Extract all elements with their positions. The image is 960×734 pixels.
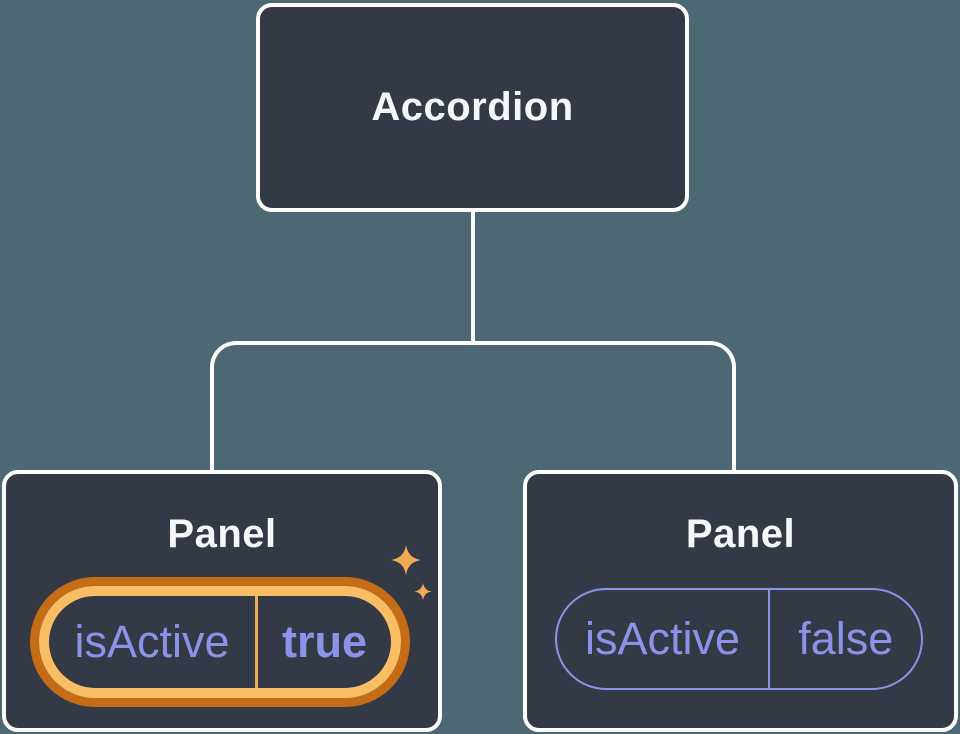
prop-pill: isActive false bbox=[555, 588, 923, 690]
connector-trunk-line bbox=[471, 210, 475, 345]
connector-bracket-line bbox=[210, 341, 736, 474]
prop-name-cell: isActive bbox=[584, 613, 740, 664]
prop-value-cell: true bbox=[281, 616, 367, 667]
panel-node-active: Panel isActive true bbox=[2, 470, 442, 732]
prop-pill-highlighted: isActive true bbox=[39, 586, 401, 698]
sparkle-icon bbox=[391, 545, 432, 600]
panel-inactive-title: Panel bbox=[685, 512, 796, 556]
accordion-node-label: Accordion bbox=[371, 85, 574, 129]
prop-name-cell: isActive bbox=[74, 616, 230, 667]
prop-divider bbox=[255, 596, 258, 688]
prop-value-cell: false bbox=[798, 613, 894, 664]
prop-divider bbox=[767, 590, 771, 688]
panel-active-title: Panel bbox=[167, 512, 277, 556]
accordion-node: Accordion bbox=[256, 3, 689, 212]
panel-node-inactive: Panel isActive false bbox=[523, 470, 958, 732]
